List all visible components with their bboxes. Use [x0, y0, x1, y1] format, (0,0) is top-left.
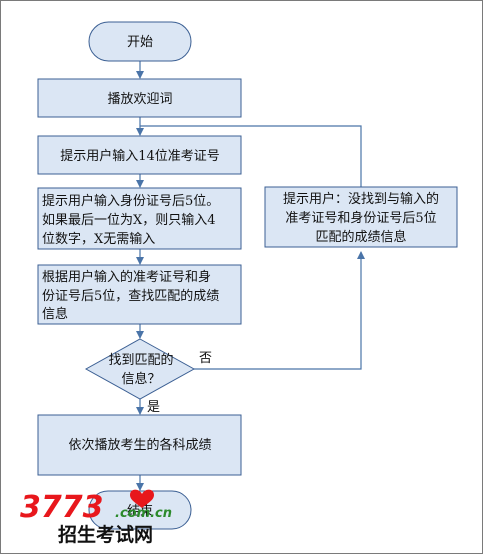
not-found-line-1: 提示用户：没找到与输入的 — [283, 191, 439, 207]
prompt-idcard-line-1: 提示用户输入身份证号后5位。 — [42, 193, 219, 209]
not-found-line-2: 准考证号和身份证号后5位 — [285, 210, 436, 226]
watermark: 3773 .com.cn 招生考试网 — [20, 489, 172, 546]
start-terminal — [88, 21, 192, 62]
prompt-idcard-line-3: 位数字，X无需输入 — [42, 231, 155, 247]
watermark-domain: .com.cn — [115, 506, 172, 521]
node-texts: 开始 播放欢迎词 提示用户输入14位准考证号 提示用户输入身份证号后5位。 如果… — [42, 35, 439, 519]
edges — [136, 61, 365, 491]
search-line-1: 根据用户输入的准考证号和身 — [42, 269, 211, 285]
watermark-slogan: 招生考试网 — [58, 523, 153, 546]
edge-not-found-loop — [140, 125, 362, 187]
watermark-number: 3773 — [20, 490, 104, 525]
welcome-label: 播放欢迎词 — [107, 92, 172, 107]
decision-line-1: 找到匹配的 — [108, 352, 173, 368]
search-line-3: 信息 — [42, 306, 68, 322]
decision-diamond — [84, 338, 196, 400]
prompt-id-label: 提示用户输入14位准考证号 — [60, 148, 220, 164]
play-scores-box — [37, 414, 242, 476]
search-box — [37, 264, 242, 325]
play-scores-label: 依次播放考生的各科成绩 — [68, 437, 211, 453]
heart-icon — [130, 489, 154, 508]
end-terminal — [88, 490, 192, 530]
nodes — [37, 21, 458, 530]
not-found-box — [264, 186, 458, 248]
prompt-idcard-line-2: 如果最后一位为X，则只输入4 — [42, 212, 216, 228]
edge-decision-not-found — [194, 251, 365, 370]
search-line-2: 份证号后5位，查找匹配的成绩 — [42, 288, 219, 304]
edge-label-yes: 是 — [147, 400, 160, 415]
prompt-id-box — [37, 135, 242, 175]
end-label: 结束 — [127, 504, 153, 519]
edge-label-no: 否 — [199, 351, 212, 366]
welcome-box — [37, 78, 242, 118]
prompt-idcard-box — [37, 187, 242, 250]
start-label: 开始 — [127, 35, 153, 50]
not-found-line-3: 匹配的成绩信息 — [315, 229, 406, 245]
decision-line-2: 信息？ — [121, 371, 160, 387]
